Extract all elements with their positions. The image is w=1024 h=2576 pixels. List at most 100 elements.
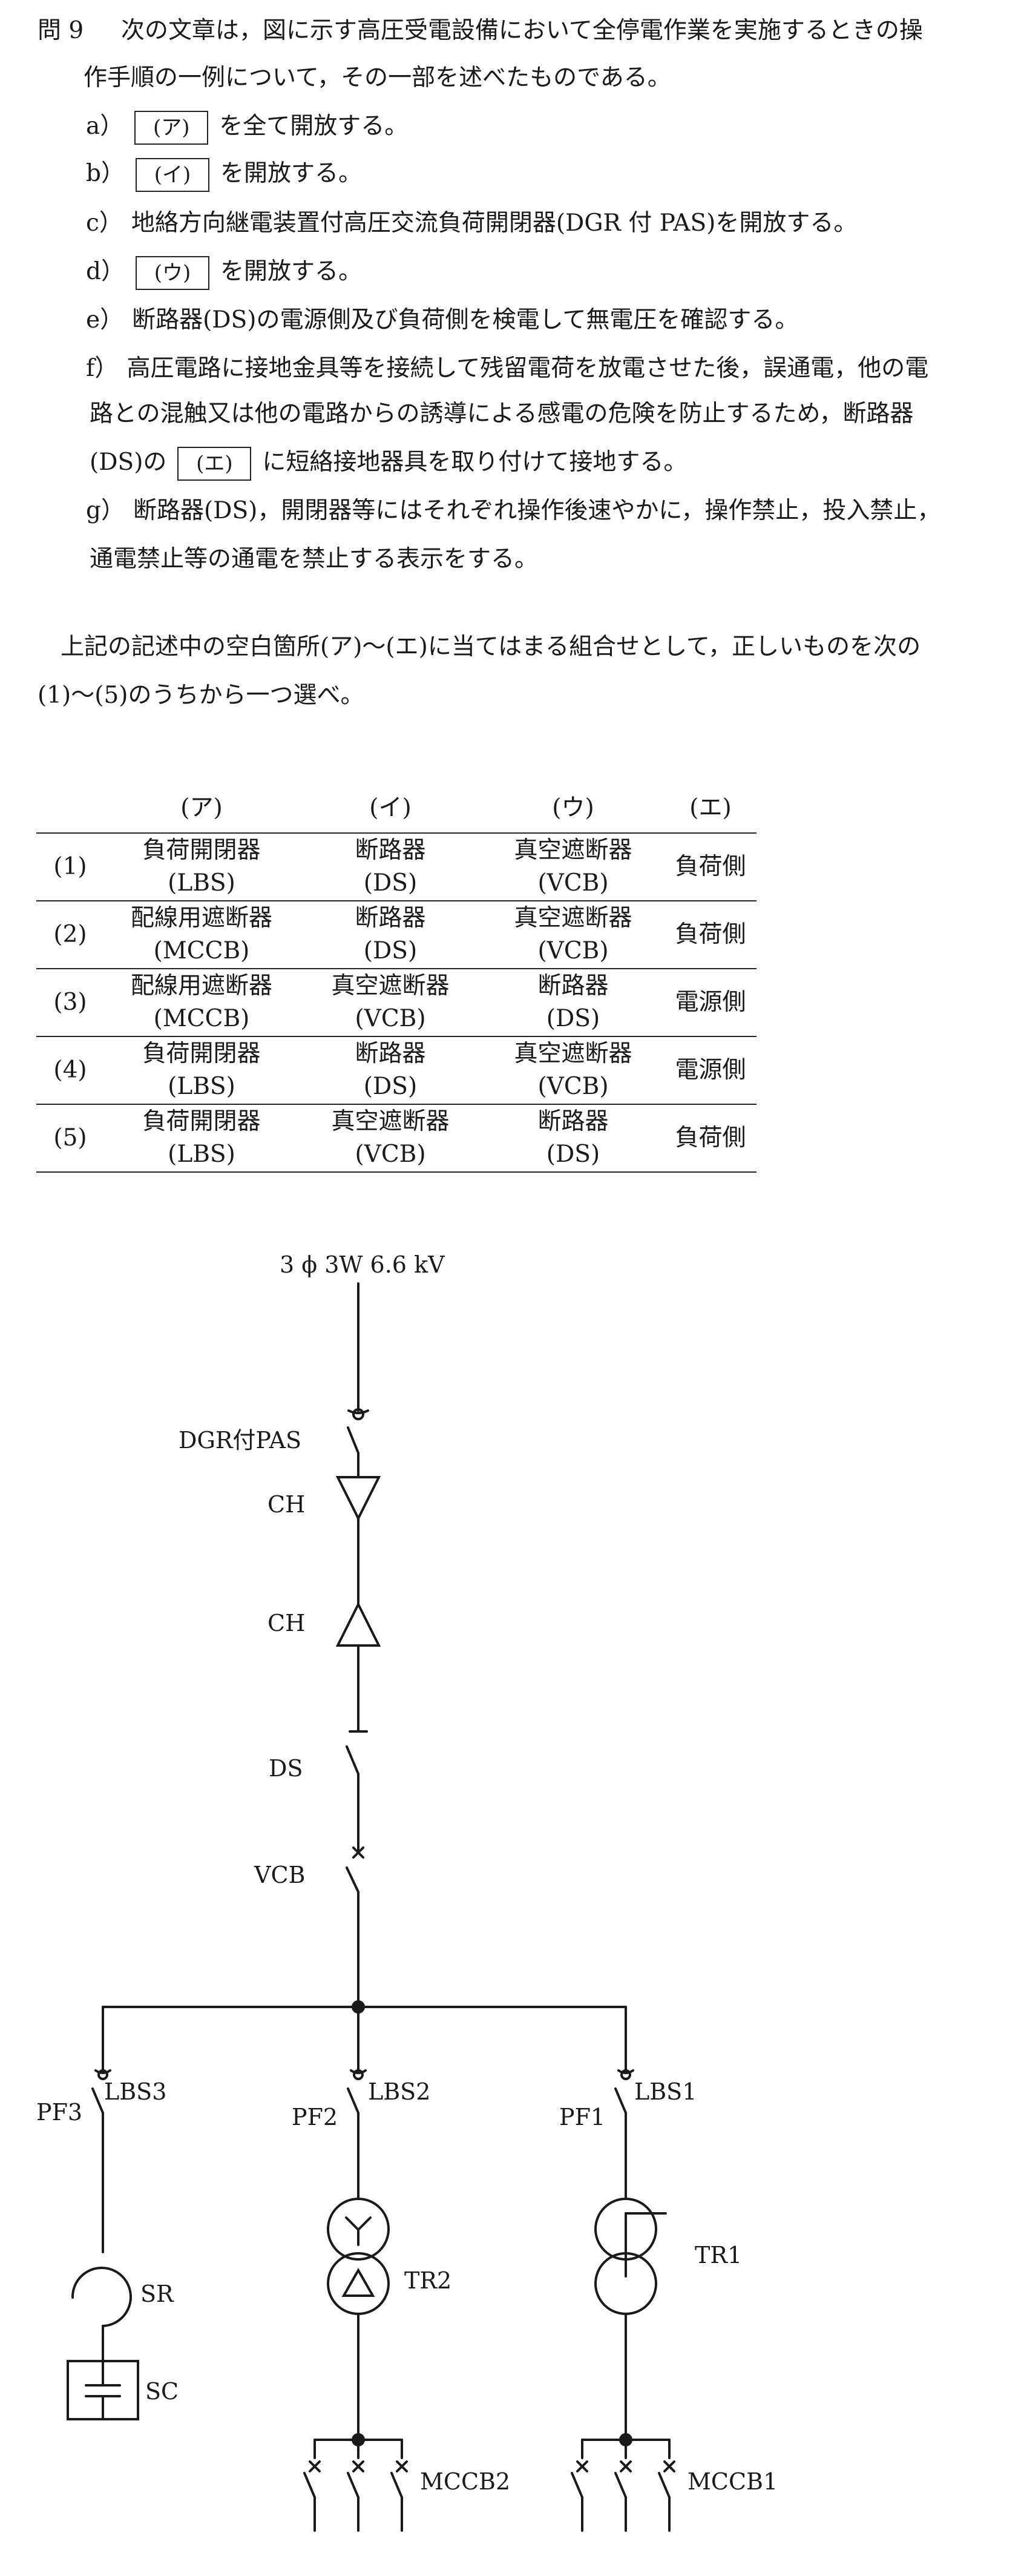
cell-b-abbr: (VCB) — [355, 1141, 426, 1168]
step-d-text: を開放する。 — [220, 258, 362, 285]
blank-box-b: (イ) — [135, 158, 209, 192]
cell-c-name: 断路器 — [537, 972, 609, 1000]
step-f: f） 高圧電路に接地金具等を接続して残留電荷を放電させた後，誤通電，他の電 — [86, 351, 928, 386]
cell-b-abbr: (DS) — [363, 1073, 418, 1100]
cell-a-abbr: (LBS) — [168, 1073, 235, 1100]
step-c: c） 地絡方向継電装置付高圧交流負荷開閉器(DGR 付 PAS)を開放する。 — [86, 206, 857, 241]
table-row: (1) 負荷開閉器(LBS) 断路器(DS) 真空遮断器(VCB) 負荷側 — [36, 832, 757, 901]
step-g-line2: 通電禁止等の通電を禁止する表示をする。 — [90, 545, 539, 573]
answer-table: (ア) (イ) (ウ) (エ) (1) 負荷開閉器(LBS) 断路器(DS) 真… — [36, 784, 757, 1173]
cell-a-abbr: (MCCB) — [153, 937, 250, 964]
ch-up-triangle-symbol — [335, 1601, 381, 1647]
cell-a-name: 負荷開閉器 — [142, 837, 261, 864]
cell-a: 負荷開閉器 (LBS) — [104, 1104, 299, 1173]
step-f-label: f） — [86, 355, 119, 382]
cell-a-name: 配線用遮断器 — [130, 972, 272, 1000]
cell-b-name: 断路器 — [355, 837, 426, 864]
mccb2-label: MCCB2 — [420, 2468, 510, 2495]
cell-a: 負荷開閉器(LBS) — [104, 1036, 299, 1104]
table-row: (2) 配線用遮断器(MCCB) 断路器(DS) 真空遮断器(VCB) 負荷側 — [36, 900, 757, 969]
cell-c-name: 真空遮断器 — [514, 1040, 632, 1067]
mccb1-label: MCCB1 — [688, 2468, 778, 2495]
cell-c-abbr: (DS) — [546, 1141, 600, 1168]
cell-b-abbr: (VCB) — [355, 1005, 426, 1032]
cell-b-name: 断路器 — [355, 1040, 426, 1067]
lbs1-label: LBS1 — [634, 2078, 697, 2105]
cell-b-abbr: (DS) — [363, 937, 418, 964]
choice-number[interactable]: (3) — [36, 968, 104, 1036]
prompt-line1: 上記の記述中の空白箇所(ア)～(エ)に当てはまる組合せとして，正しいものを次の — [61, 633, 921, 660]
step-c-label: c） — [86, 209, 123, 237]
step-b-text: を開放する。 — [220, 160, 362, 187]
cell-b: 断路器 (DS) — [299, 1036, 482, 1104]
capacitor-symbol — [85, 2360, 121, 2420]
step-f-line3: (DS)の(エ)に短絡接地器具を取り付けて接地する。 — [90, 445, 687, 481]
ch2-label: CH — [267, 1610, 305, 1636]
ch1-label: CH — [267, 1491, 305, 1518]
cell-b: 断路器 (DS) — [299, 900, 482, 969]
step-c-text: 地絡方向継電装置付高圧交流負荷開閉器(DGR 付 PAS)を開放する。 — [131, 209, 858, 237]
cell-c: 真空遮断器(VCB) — [482, 832, 665, 901]
cell-b: 断路器 (DS) — [299, 832, 482, 901]
step-e: e） 断路器(DS)の電源側及び負荷側を検電して無電圧を確認する。 — [86, 303, 798, 338]
transformer-tr1-symbol — [594, 2198, 667, 2315]
cell-d: 電源側 — [665, 968, 757, 1036]
lbs3-label: LBS3 — [104, 2078, 166, 2105]
mccb2-breaker-group — [303, 2439, 408, 2532]
lbs1-switch-symbol — [614, 2069, 634, 2114]
cell-c-name: 真空遮断器 — [514, 837, 632, 864]
header-b: (イ) — [369, 794, 412, 822]
cell-a: 負荷開閉器 (LBS) — [104, 832, 299, 901]
cell-d: 電源側 — [665, 1036, 757, 1104]
pf2-label: PF2 — [292, 2104, 338, 2130]
header-a: (ア) — [180, 794, 223, 822]
header-blank — [36, 784, 104, 833]
cell-a-abbr: (MCCB) — [153, 1005, 250, 1032]
step-f-line1: 高圧電路に接地金具等を接続して残留電荷を放電させた後，誤通電，他の電 — [126, 355, 929, 382]
step-g-line1: 断路器(DS)，開閉器等にはそれぞれ操作後速やかに，操作禁止，投入禁止， — [133, 497, 941, 524]
choice-number[interactable]: (1) — [36, 832, 104, 901]
supply-label: 3 ϕ 3W 6.6 kV — [280, 1251, 445, 1278]
cell-c-abbr: (DS) — [546, 1005, 600, 1032]
table-row: (4) 負荷開閉器(LBS) 断路器 (DS) 真空遮断器(VCB) 電源側 — [36, 1036, 757, 1104]
step-g: g）断路器(DS)，開閉器等にはそれぞれ操作後速やかに，操作禁止，投入禁止， — [86, 493, 940, 529]
cell-c-name: 真空遮断器 — [514, 904, 632, 932]
vcb-breaker-symbol — [346, 1846, 364, 1893]
cell-a-name: 配線用遮断器 — [130, 904, 272, 932]
header-d: (エ) — [689, 794, 732, 822]
cell-c: 断路器(DS) — [482, 1104, 665, 1173]
sr-label: SR — [140, 2281, 174, 2307]
question-intro-line2: 作手順の一例について，その一部を述べたものである。 — [84, 64, 671, 91]
step-f-line3-pre: (DS)の — [90, 449, 167, 476]
cell-b-name: 断路器 — [355, 904, 426, 932]
choice-number[interactable]: (2) — [36, 900, 104, 969]
cell-a-abbr: (LBS) — [168, 869, 235, 897]
series-reactor-symbol — [71, 2267, 132, 2362]
table-row: (3) 配線用遮断器(MCCB) 真空遮断器(VCB) 断路器(DS) 電源側 — [36, 968, 757, 1036]
prompt-line2: (1)～(5)のうちから一つ選べ。 — [38, 682, 364, 709]
step-f-line3-post: に短絡接地器具を取り付けて接地する。 — [262, 449, 688, 476]
pf1-label: PF1 — [559, 2104, 605, 2130]
choice-number[interactable]: (5) — [36, 1104, 104, 1173]
vcb-label: VCB — [254, 1862, 305, 1888]
step-a-label: a） — [86, 113, 124, 140]
pf3-label: PF3 — [36, 2099, 82, 2126]
cell-b: 真空遮断器 (VCB) — [299, 1104, 482, 1173]
blank-box-d: (ウ) — [135, 256, 209, 290]
step-d: d）(ウ)を開放する。 — [86, 254, 362, 290]
ds-label: DS — [269, 1755, 303, 1782]
ds-switch-symbol — [346, 1730, 368, 1775]
mccb1-breaker-group — [571, 2439, 675, 2532]
cell-b-abbr: (DS) — [363, 869, 418, 897]
step-a: a）(ア)を全て開放する。 — [86, 109, 408, 145]
cell-c: 真空遮断器(VCB) — [482, 1036, 665, 1104]
choice-number[interactable]: (4) — [36, 1036, 104, 1104]
cell-a: 配線用遮断器 (MCCB) — [104, 900, 299, 969]
cell-c-abbr: (VCB) — [537, 937, 609, 964]
step-e-label: e） — [86, 306, 124, 334]
step-e-text: 断路器(DS)の電源側及び負荷側を検電して無電圧を確認する。 — [132, 306, 799, 334]
cell-a-name: 負荷開閉器 — [142, 1108, 261, 1135]
cell-a-abbr: (LBS) — [168, 1141, 235, 1168]
cell-b-name: 真空遮断器 — [331, 1108, 450, 1135]
step-a-text: を全て開放する。 — [219, 113, 409, 140]
